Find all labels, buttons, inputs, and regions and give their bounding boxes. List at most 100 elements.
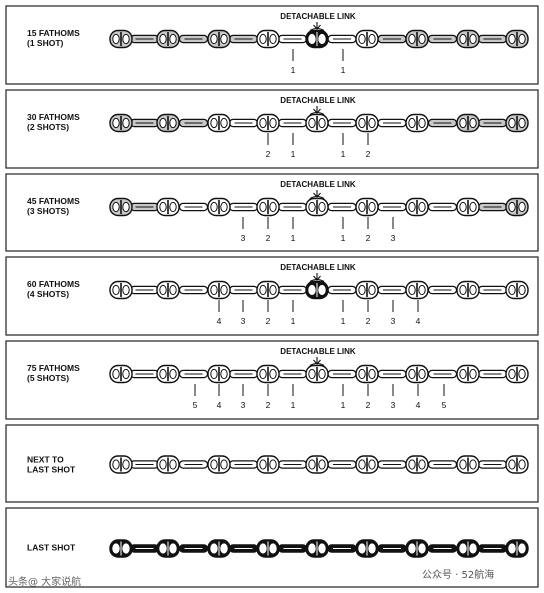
chain-joint [427, 34, 458, 44]
chain-link [207, 29, 231, 49]
chain-joint [327, 544, 357, 553]
chain-joint [129, 34, 160, 44]
chain-joint [377, 285, 407, 295]
panel-label-line: NEXT TO [27, 455, 64, 465]
shot-marker-number: 1 [291, 149, 296, 159]
chain-joint [277, 202, 308, 212]
chain-joint [129, 544, 160, 553]
chain-link [109, 455, 133, 474]
chain-link [156, 197, 180, 217]
chain-link [505, 113, 529, 133]
shot-marker-number: 3 [241, 400, 246, 410]
chain-joint [477, 369, 508, 379]
chain-link [256, 113, 280, 133]
chain-joint [477, 544, 508, 553]
detachable-link-label: DETACHABLE LINK [280, 12, 356, 21]
panel-label-line: (4 SHOTS) [27, 289, 69, 299]
chain-joint [277, 369, 308, 379]
shot-marker-number: 1 [341, 400, 346, 410]
shot-marker-number: 1 [291, 316, 296, 326]
chain-link [505, 29, 529, 49]
chain-link [156, 539, 180, 558]
chain-link [456, 364, 480, 384]
chain-link [156, 364, 180, 384]
chain-joint [327, 369, 357, 379]
shot-marker-number: 2 [366, 316, 371, 326]
chain-joint [129, 369, 160, 379]
chain-link [156, 455, 180, 474]
panel-label-line: 45 FATHOMS [27, 196, 80, 206]
shot-marker-number: 3 [241, 316, 246, 326]
chain-joint [477, 34, 508, 44]
chain-link [256, 539, 280, 558]
chain-link [207, 455, 231, 474]
chain-link [505, 364, 529, 384]
chain-joint [477, 202, 508, 212]
shot-marker-number: 1 [291, 65, 296, 75]
shot-marker-number: 3 [391, 316, 396, 326]
detachable-link [305, 111, 329, 133]
chain-joint [477, 118, 508, 128]
panel-label-line: 30 FATHOMS [27, 112, 80, 122]
chain-link [207, 113, 231, 133]
chain-joint [277, 460, 308, 469]
shot-marker-number: 2 [266, 400, 271, 410]
chain-joint [327, 202, 357, 212]
chain-link [256, 455, 280, 474]
shot-marker-number: 1 [341, 316, 346, 326]
chain-joint [129, 118, 160, 128]
chain-link [456, 197, 480, 217]
chain-joint [178, 202, 209, 212]
chain-link [355, 197, 379, 217]
chain-joint [178, 544, 209, 553]
detachable-link [305, 362, 329, 384]
chain-joint [377, 369, 407, 379]
chain-joint [427, 544, 458, 553]
chain-link [305, 455, 329, 474]
chain-link [355, 539, 379, 558]
chain-link [405, 197, 429, 217]
shot-marker-number: 4 [217, 400, 222, 410]
chain-joint [327, 285, 357, 295]
shot-marker-number: 2 [366, 400, 371, 410]
chain-link [256, 280, 280, 300]
panel-label-line: (3 SHOTS) [27, 206, 69, 216]
chain-link [456, 455, 480, 474]
shot-marker-number: 2 [266, 149, 271, 159]
chain-link [355, 29, 379, 49]
chain-link [207, 364, 231, 384]
chain-link [156, 113, 180, 133]
chain-joint [277, 285, 308, 295]
shot-marker-number: 1 [291, 233, 296, 243]
shot-marker-number: 1 [341, 233, 346, 243]
chain-joint [277, 34, 308, 44]
shot-marker-number: 5 [193, 400, 198, 410]
chain-link [109, 113, 133, 133]
chain-link [456, 29, 480, 49]
chain-joint [178, 34, 209, 44]
chain-link [156, 280, 180, 300]
detachable-arrow-icon [313, 106, 321, 114]
shot-marker-number: 2 [366, 149, 371, 159]
detachable-link-label: DETACHABLE LINK [280, 263, 356, 272]
chain-link [505, 455, 529, 474]
chain-joint [327, 460, 357, 469]
chain-link [256, 364, 280, 384]
chain-link [109, 364, 133, 384]
chain-link [405, 113, 429, 133]
chain-link [305, 539, 329, 558]
chain-joint [377, 460, 407, 469]
panel-label-line: (1 SHOT) [27, 38, 64, 48]
shot-marker-number: 4 [217, 316, 222, 326]
chain-link [505, 280, 529, 300]
panel-label-line: 60 FATHOMS [27, 279, 80, 289]
shot-marker-number: 3 [391, 400, 396, 410]
panel-label-line: (2 SHOTS) [27, 122, 69, 132]
chain-joint [277, 118, 308, 128]
chain-joint [178, 285, 209, 295]
chain-link [405, 364, 429, 384]
chain-link [109, 280, 133, 300]
